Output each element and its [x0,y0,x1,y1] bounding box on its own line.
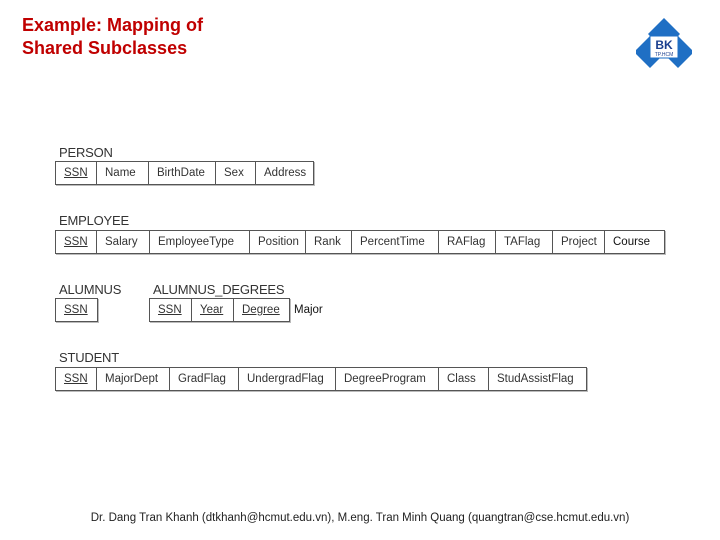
logo-text: BK [655,38,673,52]
student-attr-studassistflag: StudAssistFlag [497,373,574,385]
employee-attr-taflag: TAFlag [496,231,553,253]
university-logo: BK TP.HCM [634,16,694,70]
slide-title: Example: Mapping of Shared Subclasses [22,14,203,60]
alumnus-degrees-table: SSN Year Degree [149,298,290,322]
person-label: PERSON [59,145,113,160]
person-attr-name: Name [97,162,149,184]
student-attr-gradflag: GradFlag [170,368,239,390]
employee-attr-percenttime: PercentTime [352,231,439,253]
person-attr-birthdate: BirthDate [149,162,216,184]
alumnus-degrees-label: ALUMNUS_DEGREES [153,282,285,297]
student-attr-class: Class [439,368,489,390]
person-attr-address: Address [264,167,307,179]
person-table: SSN Name BirthDate Sex Address [55,161,314,185]
student-attr-undergradflag: UndergradFlag [239,368,336,390]
alumnus-label: ALUMNUS [59,282,122,297]
footer-credits: Dr. Dang Tran Khanh (dtkhanh@hcmut.edu.v… [90,512,630,524]
student-attr-majordept: MajorDept [97,368,170,390]
alumnus-degrees-attr-major: Major [291,301,326,319]
employee-table: SSN Salary EmployeeType Position Rank Pe… [55,230,665,254]
person-attr-sex: Sex [216,162,256,184]
alumnus-degrees-attr-ssn: SSN [150,299,192,321]
employee-attr-salary: Salary [97,231,150,253]
logo-subtext: TP.HCM [655,52,674,58]
employee-attr-course: Course [613,236,651,248]
student-label: STUDENT [59,350,119,365]
employee-attr-position: Position [250,231,306,253]
title-line-2: Shared Subclasses [22,38,188,58]
person-attr-ssn: SSN [56,162,97,184]
student-attr-ssn: SSN [56,368,97,390]
employee-label: EMPLOYEE [59,213,129,228]
student-attr-degreeprogram: DegreeProgram [336,368,439,390]
employee-attr-project: Project [553,231,605,253]
employee-attr-ssn: SSN [56,231,97,253]
employee-attr-raflag: RAFlag [439,231,496,253]
employee-attr-rank: Rank [306,231,352,253]
student-table: SSN MajorDept GradFlag UndergradFlag Deg… [55,367,587,391]
alumnus-table: SSN [55,298,98,322]
alumnus-attr-ssn: SSN [64,304,88,316]
alumnus-degrees-attr-year: Year [192,299,234,321]
alumnus-degrees-attr-degree: Degree [242,304,280,316]
employee-attr-employeetype: EmployeeType [150,231,250,253]
title-line-1: Example: Mapping of [22,15,204,35]
